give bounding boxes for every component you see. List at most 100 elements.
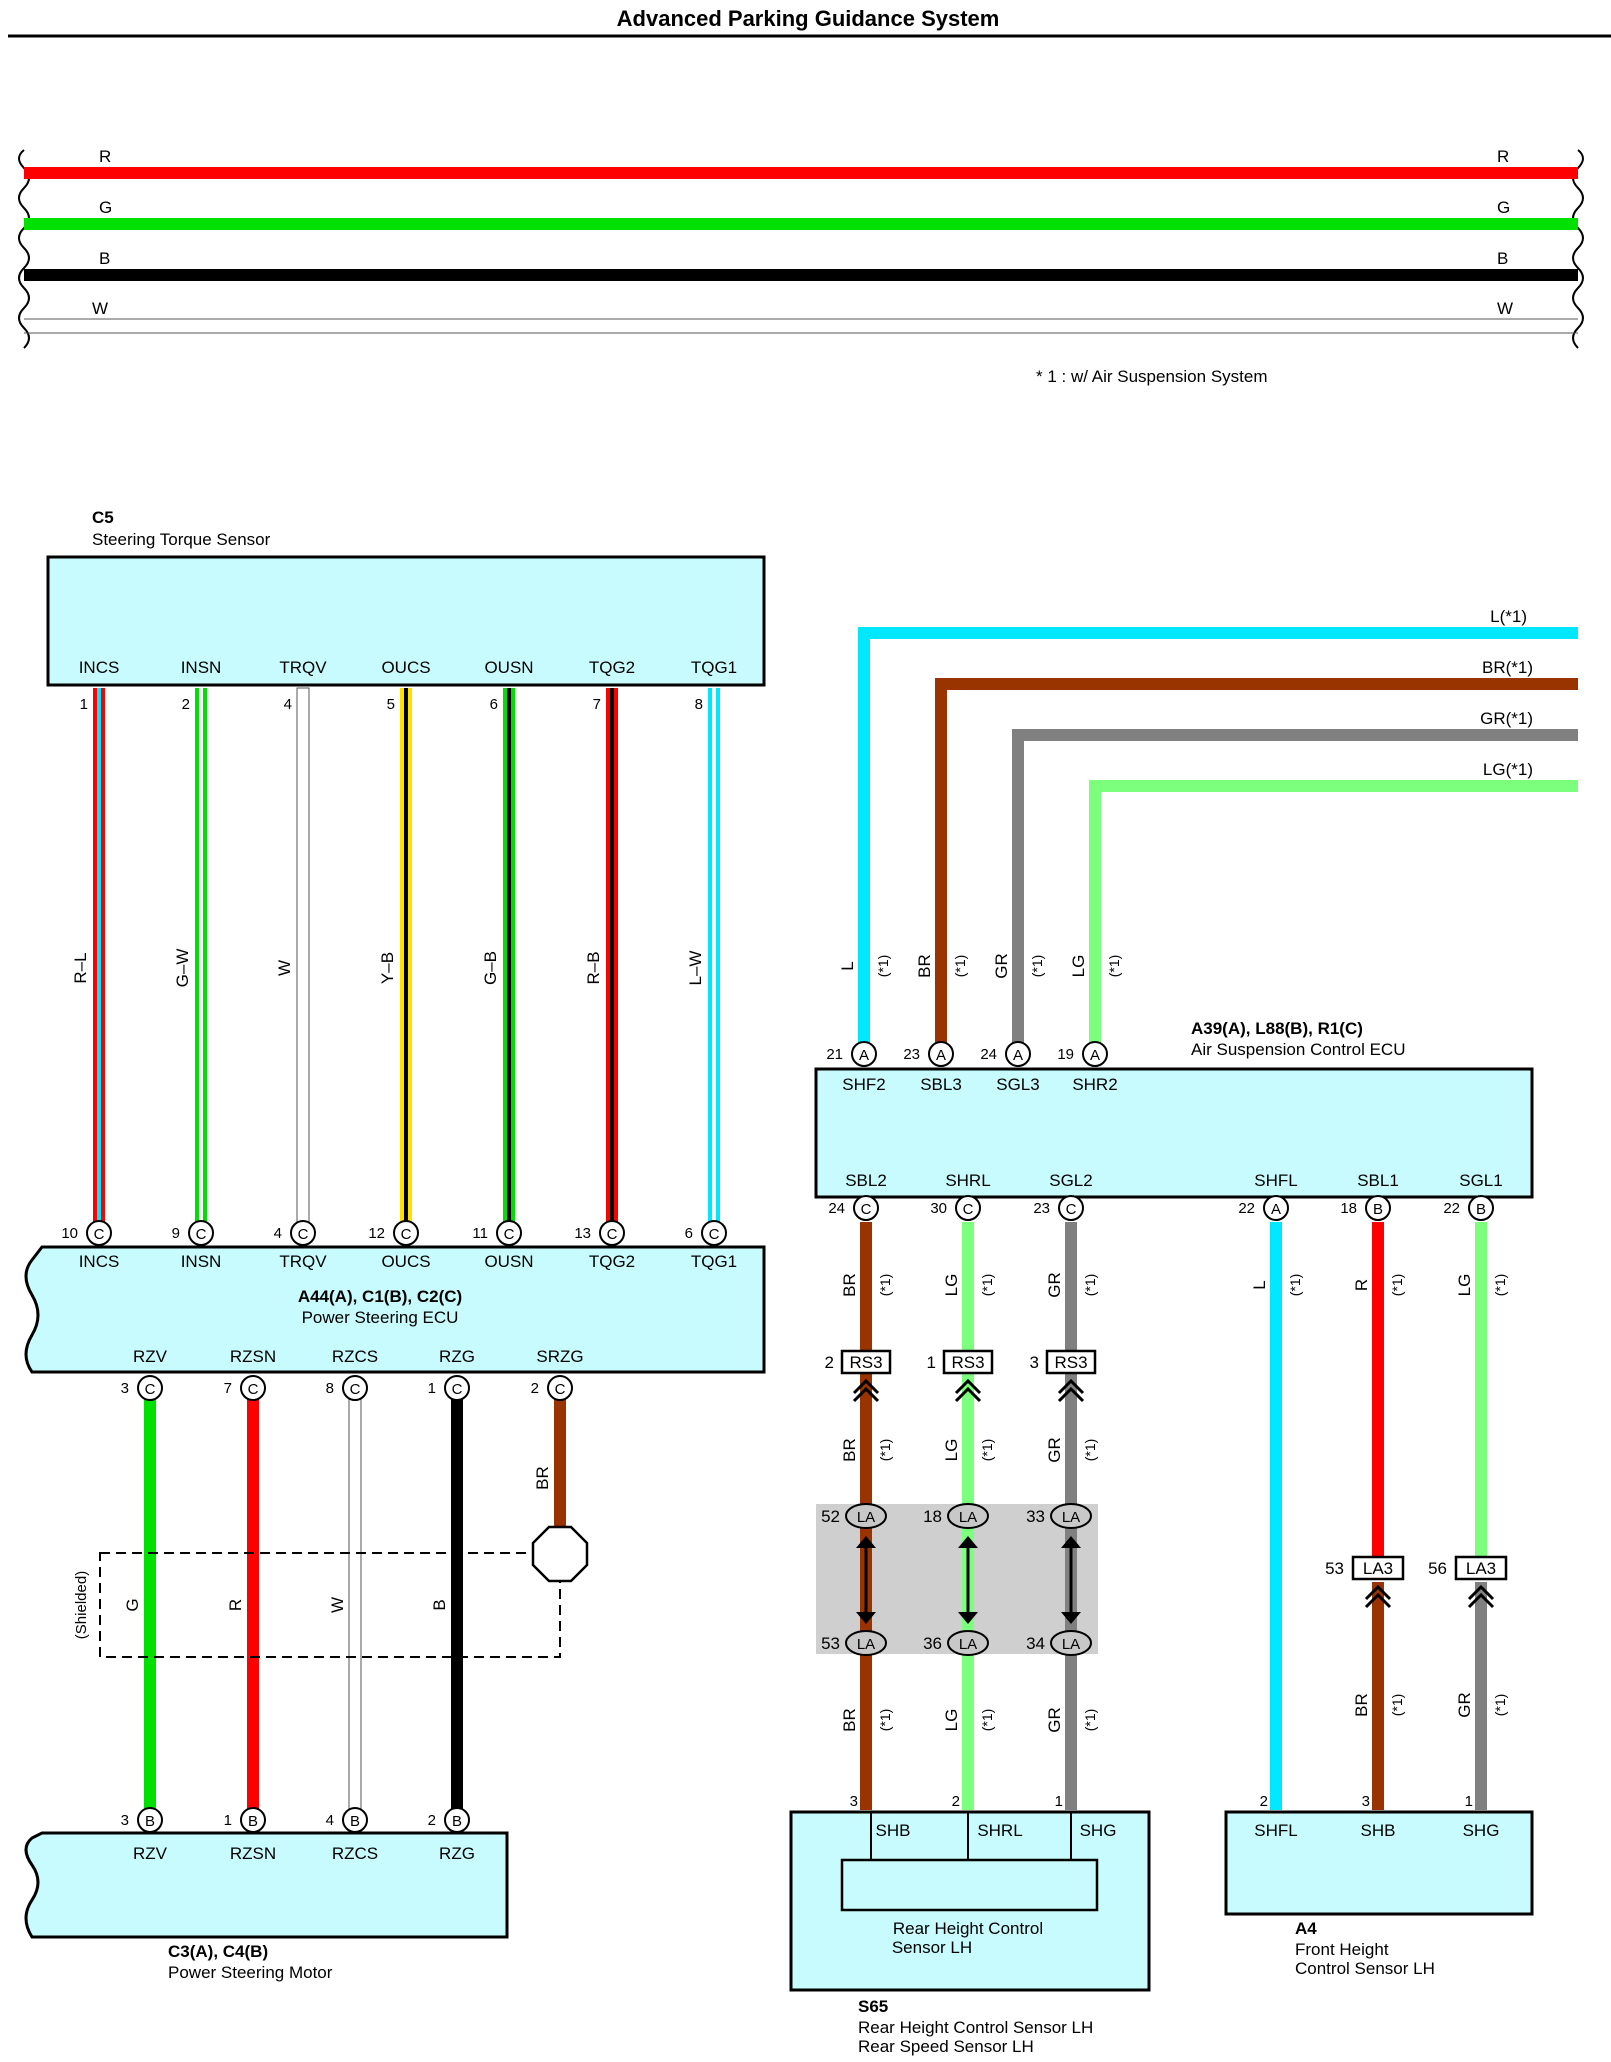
pin-signal: RZV <box>133 1844 168 1863</box>
wire-color-label: Y–B <box>378 952 397 984</box>
wire-r <box>247 1396 259 1821</box>
c5-box <box>46 555 766 687</box>
wire-color-label: GR <box>1455 1692 1474 1718</box>
connector-letter: A <box>936 1047 946 1064</box>
connector-letter: A <box>859 1047 869 1064</box>
connector-letter: C <box>709 1226 720 1243</box>
connector-circle <box>547 1375 573 1401</box>
wire-color-label: R <box>1352 1279 1371 1291</box>
la3-tag <box>1454 1555 1508 1581</box>
wire-note: (*1) <box>1082 1274 1098 1297</box>
connector-circle <box>1365 1195 1391 1221</box>
wire-color-label: BR <box>533 1466 552 1490</box>
connector-circle <box>86 1220 112 1246</box>
pin-number: 6 <box>685 1225 693 1242</box>
double-arrow-icon <box>856 1536 876 1624</box>
connector-letter: C <box>401 1226 412 1243</box>
wire-color-label: LG <box>1069 955 1088 978</box>
pin-number: 52 <box>821 1507 840 1526</box>
connector-circle <box>853 1195 879 1221</box>
connector-circle <box>851 1041 877 1067</box>
wire-color-label: LG <box>942 1274 961 1297</box>
pin-number: 24 <box>828 1200 845 1217</box>
wire-right-label: L(*1) <box>1490 607 1527 626</box>
wire-note: (*1) <box>1492 1694 1508 1717</box>
connector-name: LA <box>857 1509 875 1526</box>
c5-pins: INCS INSN TRQV OUCS OUSN TQG2 TQG1 1 2 4… <box>71 658 737 987</box>
pin-number: 4 <box>274 1225 282 1242</box>
pin-signal: SHFL <box>1254 1171 1297 1190</box>
pin-signal: SHB <box>1361 1821 1396 1840</box>
wire-gr <box>1012 729 1578 1052</box>
pin-number: 8 <box>326 1380 334 1397</box>
pin-signal: TQG1 <box>691 658 737 677</box>
wire-color-label: GR <box>992 953 1011 979</box>
pin-number: 23 <box>1033 1200 1050 1217</box>
connector-circle <box>342 1807 368 1833</box>
wire-note: (*1) <box>877 1439 893 1462</box>
wire-note: (*1) <box>1389 1694 1405 1717</box>
pin-number: 7 <box>224 1380 232 1397</box>
ps-ecu-connector: A44(A), C1(B), C2(C) Power Steering ECU … <box>24 1220 766 1374</box>
pin-signal: OUSN <box>484 658 533 677</box>
bus-label-right: R <box>1497 147 1509 166</box>
chevron-up-icon <box>852 1378 880 1403</box>
pin-number: 7 <box>593 696 601 713</box>
wire-stripe <box>97 688 101 1233</box>
bus-label-left: B <box>99 249 110 268</box>
connector-name: LA <box>1062 1636 1080 1653</box>
connector-letter: C <box>963 1201 974 1218</box>
wire-color-label: GR <box>1045 1437 1064 1463</box>
c5-connector: C5 Steering Torque Sensor <box>46 508 766 687</box>
pin-signal: INSN <box>181 658 222 677</box>
wire-color-label: BR <box>915 954 934 978</box>
ps-motor-name: Power Steering Motor <box>168 1963 333 1982</box>
wire-br <box>1372 1582 1384 1810</box>
pin-signal: SGL1 <box>1459 1171 1502 1190</box>
pin-signal: SHFL <box>1254 1821 1297 1840</box>
s65-inner-box <box>840 1858 1099 1912</box>
connector-letter: C <box>145 1381 156 1398</box>
connector-circle <box>1468 1195 1494 1221</box>
pin-number: 30 <box>930 1200 947 1217</box>
as-bottom-wires: 24 C 30 C 23 C 22 A 18 B 22 B BR (*1) LG… <box>828 1195 1508 1810</box>
as-ecu-connector: A39(A), L88(B), R1(C) Air Suspension Con… <box>814 1019 1534 1199</box>
wire-color-label: R <box>226 1599 245 1611</box>
connector-name: RS3 <box>849 1353 882 1372</box>
pin-number: 1 <box>1055 1793 1063 1810</box>
wire-note: (*1) <box>1029 955 1045 978</box>
pin-signal: TQG1 <box>691 1252 737 1271</box>
la3-connectors: 53 LA3 56 LA3 BR (*1) GR (*1) <box>1325 1555 1508 1718</box>
ps-motor-id: C3(A), C4(B) <box>168 1942 268 1961</box>
connector-name: LA <box>959 1509 977 1526</box>
wire-color-label: GR <box>1045 1707 1064 1733</box>
junction-oval <box>845 1630 887 1656</box>
wire-lg <box>1089 780 1578 1052</box>
wire-color-label: BR <box>1352 1693 1371 1717</box>
connector-letter: B <box>248 1813 258 1830</box>
s65-inner-label: Sensor LH <box>892 1938 972 1957</box>
pin-signal: SHB <box>876 1821 911 1840</box>
connector-circle <box>240 1807 266 1833</box>
rs3-connectors: 2 RS3 1 RS3 3 RS3 BR (*1) LG (*1) GR (*1… <box>825 1349 1098 1463</box>
pin-signal: INCS <box>79 658 120 677</box>
s65-id: S65 <box>858 1997 888 2016</box>
pin-number: 1 <box>1465 1793 1473 1810</box>
wire-right-label: GR(*1) <box>1480 709 1533 728</box>
pin-number: 13 <box>574 1225 591 1242</box>
connector-circle <box>955 1195 981 1221</box>
wire-br <box>935 678 1578 1052</box>
connector-letter: C <box>555 1381 566 1398</box>
la3-tag <box>1351 1555 1405 1581</box>
junction-oval <box>1050 1503 1092 1529</box>
wire-note: (*1) <box>952 955 968 978</box>
chevron-up-icon <box>954 1378 982 1403</box>
pin-number: 18 <box>923 1507 942 1526</box>
ps-ecu-id: A44(A), C1(B), C2(C) <box>298 1287 462 1306</box>
pin-number: 3 <box>850 1793 858 1810</box>
pin-number: 11 <box>472 1225 488 1242</box>
a4-box <box>1224 1810 1534 1916</box>
bus-break-left <box>18 149 30 349</box>
pin-number: 2 <box>825 1353 834 1372</box>
